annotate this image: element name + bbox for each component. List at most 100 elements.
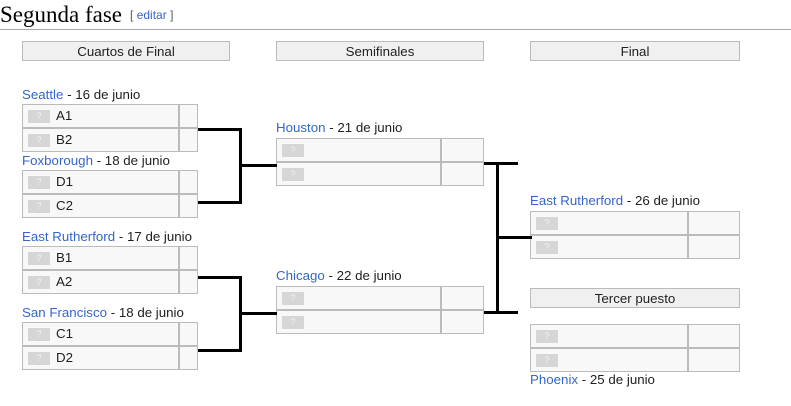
team-cell[interactable]: ?: [277, 163, 442, 185]
venue-link-qf3[interactable]: East Rutherford: [22, 229, 116, 244]
table-row[interactable]: ? C2: [22, 194, 198, 218]
flag-placeholder-icon: ?: [536, 240, 558, 254]
table-row[interactable]: ? B1: [22, 246, 198, 270]
flag-placeholder-icon: ?: [282, 167, 304, 181]
match-box-sf2: ? ?: [276, 286, 484, 334]
table-row[interactable]: ?: [276, 138, 484, 162]
team-name: B2: [56, 132, 73, 147]
flag-placeholder-icon: ?: [536, 353, 558, 367]
venue-link-third-place[interactable]: Phoenix: [530, 372, 579, 387]
venue-separator-qf3: -: [115, 229, 127, 244]
table-row[interactable]: ?: [530, 324, 740, 348]
flag-placeholder-icon: ?: [28, 133, 50, 147]
flag-placeholder-icon: ?: [28, 109, 50, 123]
venue-link-qf2[interactable]: Foxborough: [22, 153, 93, 168]
flag-placeholder-icon: ?: [28, 327, 50, 341]
team-name: C1: [56, 326, 73, 341]
venue-link-final[interactable]: East Rutherford: [530, 193, 624, 208]
venue-line-qf1: Seattle - 16 de junio: [22, 86, 140, 103]
venue-line-third-place: Phoenix - 25 de junio: [530, 371, 655, 388]
match-date-sf2: 22 de junio: [336, 268, 402, 283]
flag-placeholder-icon: ?: [282, 143, 304, 157]
team-cell[interactable]: ?: [531, 236, 689, 258]
score-cell: [689, 236, 741, 258]
venue-separator-sf2: -: [324, 268, 337, 283]
team-cell[interactable]: ? C1: [23, 323, 180, 345]
match-date-final: 26 de junio: [634, 193, 701, 208]
team-name: C2: [56, 198, 73, 213]
match-box-final: ? ?: [530, 211, 740, 259]
table-row[interactable]: ?: [530, 211, 740, 235]
venue-line-sf1: Houston - 21 de junio: [276, 119, 402, 136]
venue-separator-qf4: -: [107, 305, 119, 320]
score-cell: [689, 325, 741, 347]
venue-separator-sf1: -: [325, 120, 338, 135]
table-row[interactable]: ? A1: [22, 104, 198, 128]
team-cell[interactable]: ? C2: [23, 195, 180, 217]
venue-link-sf1[interactable]: Houston: [276, 120, 326, 135]
flag-placeholder-icon: ?: [28, 351, 50, 365]
score-cell: [442, 311, 485, 333]
score-cell: [180, 195, 199, 217]
venue-link-sf2[interactable]: Chicago: [276, 268, 325, 283]
bracket-connector-qf3-top: [198, 276, 242, 279]
bracket-connector-qf4-bottom: [198, 349, 242, 352]
bracket-connector-to-final: [496, 236, 532, 239]
table-row[interactable]: ?: [276, 310, 484, 334]
score-cell: [442, 139, 485, 161]
match-box-qf3: ? B1 ? A2: [22, 246, 198, 294]
match-date-qf2: 18 de junio: [104, 153, 170, 168]
table-row[interactable]: ? B2: [22, 128, 198, 152]
team-cell[interactable]: ?: [531, 349, 689, 371]
bracket-connector-to-sf1: [239, 164, 277, 167]
score-cell: [180, 271, 199, 293]
flag-placeholder-icon: ?: [536, 216, 558, 230]
edit-section-link-wrapper: [ editar ]: [130, 8, 173, 22]
round-header-semifinals: Semifinales: [276, 41, 484, 61]
match-box-qf1: ? A1 ? B2: [22, 104, 198, 152]
match-box-qf4: ? C1 ? D2: [22, 322, 198, 370]
score-cell: [180, 323, 199, 345]
section-title-text: Segunda fase: [0, 2, 122, 27]
team-cell[interactable]: ? D1: [23, 171, 180, 193]
team-cell[interactable]: ?: [277, 287, 442, 309]
table-row[interactable]: ?: [530, 235, 740, 259]
team-cell[interactable]: ?: [277, 139, 442, 161]
venue-link-qf1[interactable]: Seattle: [22, 87, 64, 102]
score-cell: [689, 349, 741, 371]
round-header-final: Final: [530, 41, 740, 61]
match-box-third-place: ? ?: [530, 324, 740, 372]
table-row[interactable]: ? C1: [22, 322, 198, 346]
team-name: B1: [56, 250, 73, 265]
round-header-semifinals-label: Semifinales: [345, 44, 415, 59]
team-cell[interactable]: ? B2: [23, 129, 180, 151]
team-cell[interactable]: ? D2: [23, 347, 180, 369]
team-cell[interactable]: ?: [531, 325, 689, 347]
venue-line-qf2: Foxborough - 18 de junio: [22, 152, 170, 169]
table-row[interactable]: ?: [276, 286, 484, 310]
score-cell: [180, 105, 199, 127]
venue-line-qf4: San Francisco - 18 de junio: [22, 304, 184, 321]
team-cell[interactable]: ?: [531, 212, 689, 234]
team-cell[interactable]: ? A2: [23, 271, 180, 293]
team-name: A2: [56, 274, 73, 289]
team-cell[interactable]: ? A1: [23, 105, 180, 127]
team-name: D2: [56, 350, 73, 365]
table-row[interactable]: ? D1: [22, 170, 198, 194]
score-cell: [180, 171, 199, 193]
score-cell: [180, 247, 199, 269]
table-row[interactable]: ? D2: [22, 346, 198, 370]
team-cell[interactable]: ?: [277, 311, 442, 333]
score-cell: [180, 129, 199, 151]
match-date-qf1: 16 de junio: [75, 87, 141, 102]
round-header-third-place-label: Tercer puesto: [594, 291, 676, 306]
venue-link-qf4[interactable]: San Francisco: [22, 305, 107, 320]
edit-section-link[interactable]: editar: [136, 8, 167, 22]
table-row[interactable]: ?: [530, 348, 740, 372]
venue-line-qf3: East Rutherford - 17 de junio: [22, 228, 192, 245]
team-cell[interactable]: ? B1: [23, 247, 180, 269]
score-cell: [689, 212, 741, 234]
table-row[interactable]: ? A2: [22, 270, 198, 294]
bracket-connector-sf1-out: [484, 162, 518, 165]
table-row[interactable]: ?: [276, 162, 484, 186]
